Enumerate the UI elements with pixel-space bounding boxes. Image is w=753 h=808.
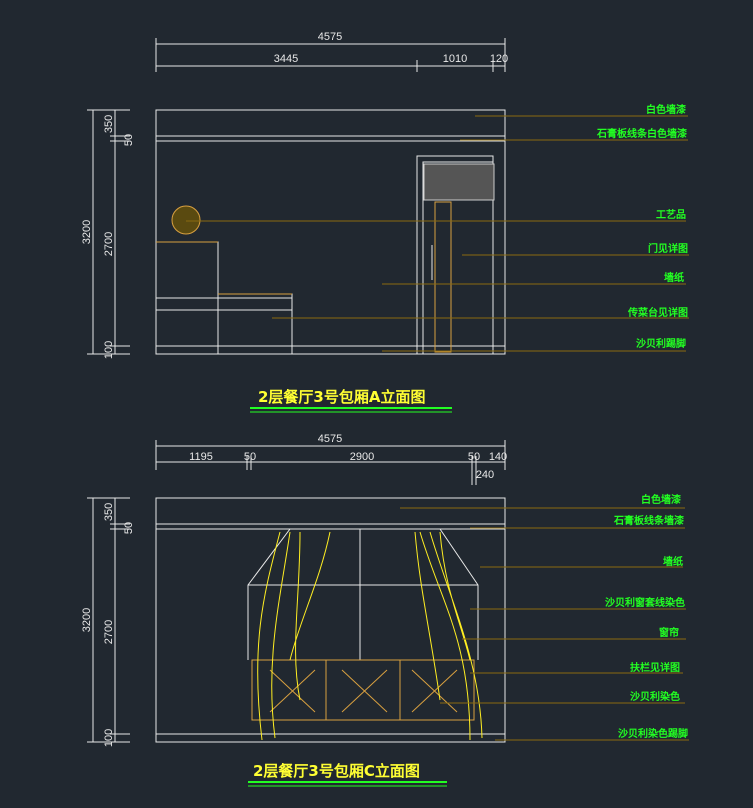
material-label: 沙贝利踢脚 (636, 337, 686, 350)
dim-part-a: 120 (490, 53, 508, 65)
elevation-title-a: 2层餐厅3号包厢A立面图 (258, 388, 425, 406)
curtains-c (257, 531, 483, 741)
material-label: 沙贝利染色踢脚 (618, 727, 688, 740)
wall-outline-a (155, 109, 506, 355)
dim-part-c: 140 (489, 451, 507, 463)
artwork-a (171, 205, 201, 235)
material-label: 白色墙漆 (641, 493, 681, 506)
dim-height-c: 2700 (103, 620, 115, 644)
material-label: 墙纸 (664, 271, 684, 284)
material-label: 石膏板线条墙漆 (613, 514, 684, 527)
material-label: 传菜台见详图 (627, 306, 688, 319)
dim-height-c: 100 (103, 729, 115, 747)
material-label: 沙贝利窗套线染色 (605, 596, 685, 609)
dim-height-a: 2700 (103, 232, 115, 256)
dim-height-c: 3200 (81, 608, 93, 632)
dim-height-c: 50 (123, 522, 135, 534)
material-label: 沙贝利染色 (630, 690, 680, 703)
dim-part-c: 1195 (189, 451, 213, 463)
dim-height-a: 3200 (81, 220, 93, 244)
material-label: 石膏板线条白色墙漆 (596, 127, 687, 140)
material-label: 扶栏见详图 (630, 661, 680, 674)
dim-height-a: 350 (103, 115, 115, 133)
dim-height-a: 100 (103, 341, 115, 359)
dim-part-a: 1010 (443, 53, 467, 65)
wall-outline-c (155, 497, 506, 743)
leader-lines (186, 115, 689, 741)
material-label: 门见详图 (648, 242, 688, 255)
dim-total-c: 4575 (318, 433, 342, 445)
dim-sub-c: 240 (476, 469, 494, 481)
dim-part-c: 50 (468, 451, 480, 463)
material-label: 工艺品 (656, 208, 686, 221)
dim-part-a: 3445 (274, 53, 298, 65)
material-label: 窗帘 (659, 626, 679, 639)
dim-part-c: 2900 (350, 451, 374, 463)
material-label: 白色墙漆 (646, 103, 686, 116)
railing-c (251, 659, 475, 721)
dim-height-c: 350 (103, 503, 115, 521)
dim-height-a: 50 (123, 134, 135, 146)
window-frame-c (247, 528, 479, 660)
dim-total-a: 4575 (318, 31, 342, 43)
elevation-title-c: 2层餐厅3号包厢C立面图 (253, 762, 420, 780)
dim-part-c: 50 (244, 451, 256, 463)
material-label: 墙纸 (663, 555, 683, 568)
